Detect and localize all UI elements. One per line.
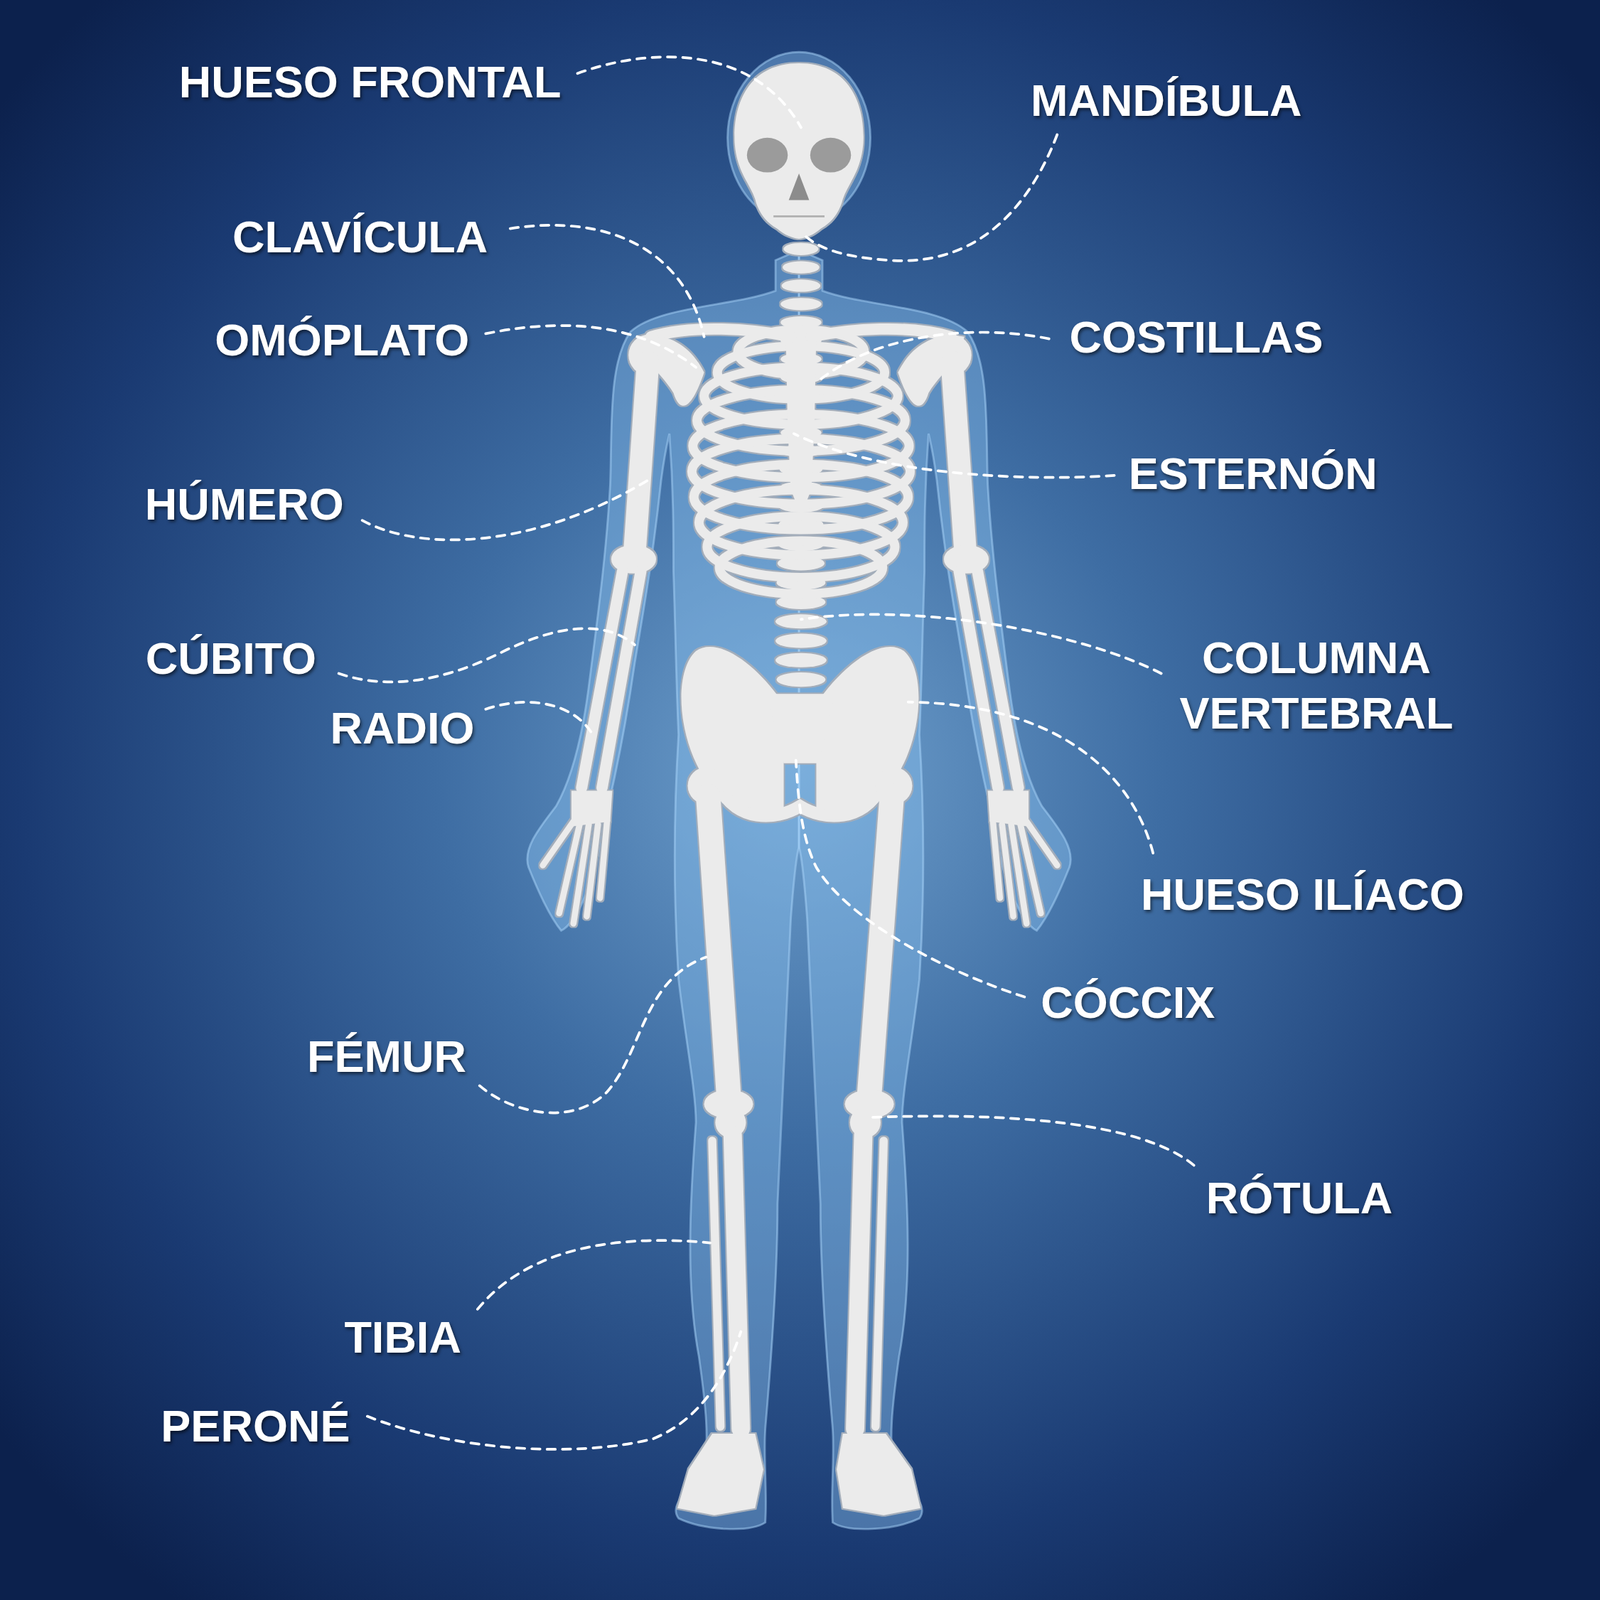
bone-label: CÚBITO [145,630,317,687]
bone-label: CLAVÍCULA [232,208,488,266]
bone-label: RADIO [330,699,475,756]
bone-label: RÓTULA [1206,1169,1393,1227]
bone-label: ESTERNÓN [1128,445,1378,502]
leader-lines [339,56,1195,1450]
bone-label: MANDÍBULA [1030,71,1302,128]
skeleton [543,63,1058,1516]
bone-label: TIBIA [344,1308,461,1365]
bone-label: FÉMUR [307,1027,467,1084]
skull-details [747,137,851,217]
bone-label: HÚMERO [145,476,345,533]
bone-label: HUESO ILÍACO [1140,865,1465,922]
body-silhouette [527,51,1072,1529]
bone-label: OMÓPLATO [214,312,470,369]
bone-label: HUESO FRONTAL [179,53,562,110]
bone-label: COLUMNA VERTEBRAL [1147,629,1485,743]
bone-label: CÓCCIX [1040,973,1215,1030]
bone-label: PERONÉ [160,1397,350,1454]
bone-label: COSTILLAS [1069,308,1323,365]
